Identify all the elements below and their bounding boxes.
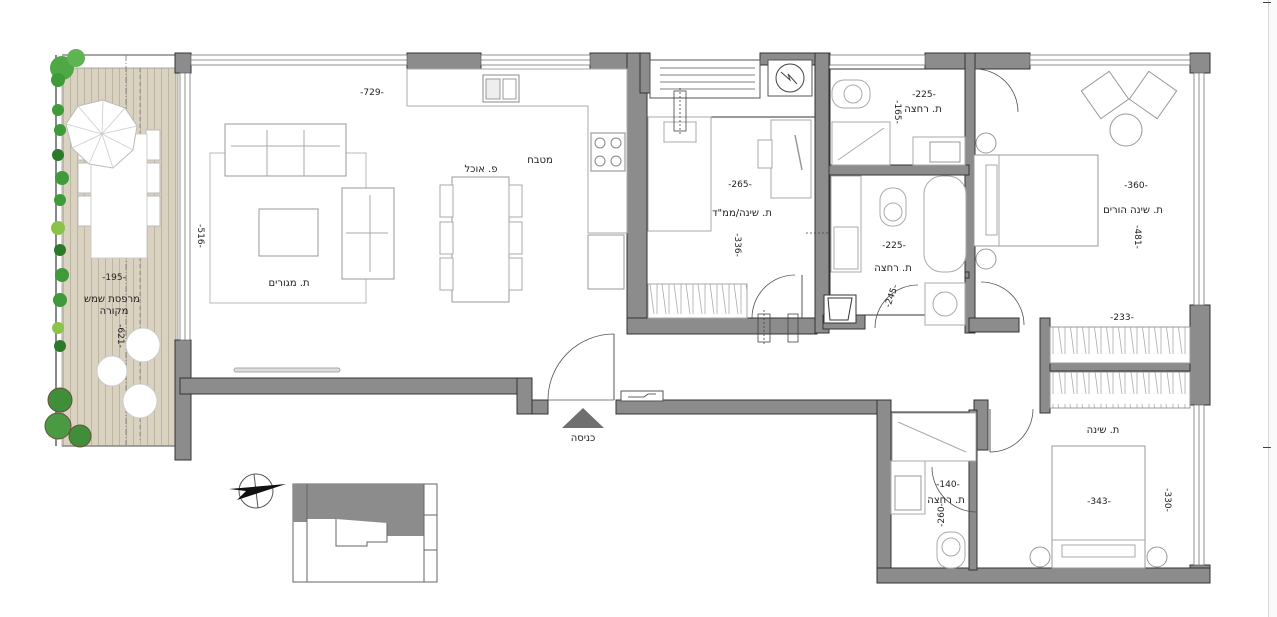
kitchen-label: מטבח: [527, 155, 553, 166]
wardrobe: [1049, 326, 1191, 364]
living-area: ת. מגורים -729- -516-: [195, 88, 395, 373]
living-height-dim: -516-: [195, 224, 205, 248]
armchair-icon: [1080, 70, 1178, 120]
master-label: ת. שינה הורים: [1103, 205, 1163, 216]
balcony-width-dim: -195-: [102, 273, 126, 283]
safe-room-label: ת. שינה/ממ"ד: [712, 208, 772, 219]
bedroom-width-dim: -343-: [1087, 497, 1111, 507]
balcony: -195- מרפסת שמש מקורה -621-: [44, 49, 179, 448]
master-width-dim: -360-: [1124, 181, 1148, 191]
bedroom: ת. שינה -343- -330-: [989, 408, 1172, 569]
toilet-icon: [936, 531, 966, 569]
entrance-marker-icon: [562, 408, 604, 428]
fridge: [587, 234, 625, 290]
safe-room-height-dim: -336-: [732, 233, 742, 257]
armchair-icon: [341, 187, 395, 280]
scrollbar-top-mark: [1263, 2, 1271, 3]
kitchen-area: מטבח: [406, 68, 628, 290]
master-height-dim: -481-: [1132, 225, 1142, 249]
lounge-chairs: [96, 327, 161, 419]
sink-icon: [912, 136, 966, 166]
tv-console: [233, 367, 341, 373]
bath-2-label: ת. רחצה: [874, 263, 912, 274]
shaft-icon: [823, 294, 857, 324]
bathtub-icon: [923, 175, 967, 273]
washer-icon: [924, 282, 966, 326]
sink-icon: [482, 74, 520, 103]
sink-icon: [894, 475, 922, 511]
side-table: [1109, 113, 1143, 147]
north-arrow-icon: [229, 473, 286, 509]
safe-room: -265- ת. שינה/ממ"ד -336-: [646, 59, 816, 319]
ventilation-icon: [767, 59, 813, 97]
bath-1-label: ת. רחצה: [904, 104, 942, 115]
entrance-label: כניסה: [571, 433, 596, 444]
plants: [44, 49, 92, 448]
umbrella-icon: [65, 99, 138, 169]
shower-icon: [891, 412, 977, 462]
wardrobe: [1049, 371, 1191, 409]
bath-2-width-dim: -225-: [882, 241, 906, 251]
double-bed-icon: [1051, 445, 1146, 569]
key-plan-icon: [292, 483, 438, 583]
bath-3-height-dim: -260-: [937, 503, 947, 527]
bath-1-width-dim: -225-: [912, 90, 936, 100]
windows: [179, 54, 1205, 566]
bath-3-width-dim: -140-: [936, 480, 960, 490]
bedroom-height-dim: -330-: [1162, 488, 1172, 512]
electric-panel-icon: [620, 390, 664, 402]
entrance-door: כניסה: [547, 333, 615, 444]
double-bed-icon: [973, 154, 1099, 247]
plumbing-markers: [673, 88, 830, 345]
dining-area: פ. אוכל: [439, 164, 523, 303]
balcony-height-dim: -621-: [115, 324, 125, 348]
dining-label: פ. אוכל: [465, 164, 498, 175]
bath-1-height-dim: -165-: [892, 100, 902, 124]
safe-room-width-dim: -265-: [728, 180, 752, 190]
desk: [770, 119, 812, 199]
sink-icon: [833, 226, 859, 270]
living-label: ת. מגורים: [268, 278, 309, 289]
toilet-icon: [879, 187, 907, 227]
living-width-dim: -729-: [360, 88, 384, 98]
bath-3-label: ת. רחצה: [927, 495, 965, 506]
sofa-icon: [224, 123, 347, 177]
closet-width-dim: -233-: [1110, 313, 1134, 323]
toilet-icon: [831, 79, 871, 109]
master-bedroom: -360- ת. שינה הורים -481- -233-: [973, 68, 1191, 409]
vertical-scrollbar[interactable]: [1268, 0, 1277, 617]
bathroom-3: -140- ת. רחצה -260-: [890, 411, 978, 569]
scrollbar-thumb-mark[interactable]: [1263, 447, 1271, 448]
bathroom-2: -225- ת. רחצה -245-: [823, 174, 967, 329]
cooktop-icon: [590, 132, 626, 172]
bedroom-label: ת. שינה: [1087, 425, 1120, 436]
balcony-label-2: מקורה: [100, 306, 129, 317]
coffee-table: [258, 208, 319, 257]
balcony-label: מרפסת שמש: [84, 294, 140, 305]
bathroom-1: -225- ת. רחצה -165-: [829, 68, 966, 166]
